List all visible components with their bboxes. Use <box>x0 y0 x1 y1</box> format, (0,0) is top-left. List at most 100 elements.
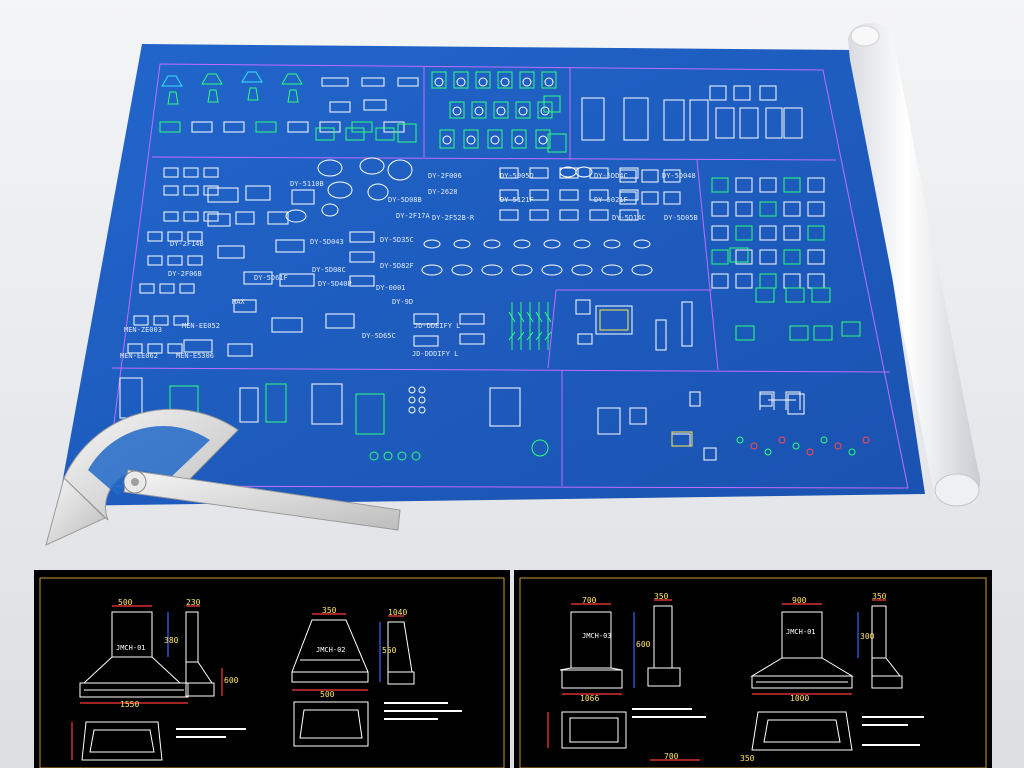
dimension-label: 300 <box>860 632 875 641</box>
fridge-symbol <box>733 85 751 101</box>
washer-drum-symbol <box>500 77 510 87</box>
knob-symbol <box>408 406 416 414</box>
decor-symbol <box>597 407 621 435</box>
picture-symbol <box>671 431 693 447</box>
appliance-symbol <box>811 287 831 303</box>
sink-symbol <box>325 313 355 329</box>
dimension-label: 1000 <box>790 694 810 703</box>
sink-symbol <box>147 255 163 266</box>
washer-symbol <box>487 129 503 149</box>
appliance-symbol <box>785 287 805 303</box>
round-sink-symbol <box>575 166 593 178</box>
cabinet-symbol <box>265 383 287 423</box>
appliance-symbol <box>783 249 801 265</box>
sink-symbol <box>529 209 549 221</box>
sink-symbol <box>243 271 273 285</box>
appliance-symbol <box>783 225 801 241</box>
appliance-symbol <box>841 321 861 337</box>
sink-symbol <box>163 185 179 196</box>
washer-symbol <box>493 101 509 119</box>
basin-symbol <box>631 264 653 276</box>
plant-symbol <box>526 302 534 350</box>
dimension-label: 1066 <box>580 694 600 703</box>
plant-symbol <box>517 302 525 350</box>
washer-symbol <box>475 71 491 89</box>
ornament-symbol <box>820 436 828 444</box>
sink-symbol <box>187 255 203 266</box>
sink-symbol <box>183 185 199 196</box>
hob-symbol <box>287 121 309 133</box>
fridge-symbol <box>623 97 649 141</box>
hood-model-tag: JMCH-01 <box>786 628 816 636</box>
sink-symbol <box>413 313 439 325</box>
sink-symbol <box>207 213 231 227</box>
dimension-label: 500 <box>118 598 133 607</box>
dimension-label: 350 <box>654 592 669 601</box>
sink-symbol <box>167 255 183 266</box>
washer-drum-symbol <box>514 135 524 145</box>
range-hood-side-1 <box>185 611 215 697</box>
sink-symbol <box>413 335 439 347</box>
basin-symbol <box>541 264 563 276</box>
washer-drum-symbol <box>452 106 462 116</box>
washer-drum-symbol <box>538 135 548 145</box>
sink-symbol <box>559 209 579 221</box>
appliance-symbol <box>711 177 729 193</box>
range-hood-side-4 <box>871 605 903 689</box>
sink-symbol <box>163 167 179 178</box>
washer-symbol <box>511 129 527 149</box>
hob-symbol <box>319 121 341 133</box>
sink-symbol <box>529 189 549 201</box>
sink-symbol <box>499 209 519 221</box>
basin-symbol <box>421 264 443 276</box>
hob-symbol <box>223 121 245 133</box>
dimension-label: 600 <box>224 676 239 685</box>
sink-symbol <box>349 251 375 263</box>
sink-symbol <box>139 283 155 294</box>
ornament-symbol <box>848 448 856 456</box>
range-hood-elevation-3 <box>559 611 623 689</box>
appliance-symbol <box>729 247 749 263</box>
basin-symbol <box>513 239 531 249</box>
knob-symbol <box>418 396 426 404</box>
compass-symbol <box>531 439 549 457</box>
sink-symbol <box>619 169 637 183</box>
sink-symbol <box>167 343 183 354</box>
protractor-ruler <box>45 408 401 546</box>
washer-drum-symbol <box>518 106 528 116</box>
hood-symbol <box>201 73 223 85</box>
hood-model-tag: JMCH-01 <box>116 644 146 652</box>
basin-symbol <box>573 239 591 249</box>
dimension-label: 700 <box>664 752 679 761</box>
dimension-label: 600 <box>636 640 651 649</box>
basin-symbol <box>483 239 501 249</box>
fridge-symbol <box>715 107 735 139</box>
cad-hood-drawings <box>79 605 903 761</box>
sink-symbol <box>187 231 203 242</box>
appliance-symbol <box>711 225 729 241</box>
sink-symbol <box>349 231 375 243</box>
sink-symbol <box>159 283 175 294</box>
washer-symbol <box>543 95 561 113</box>
cooktop-symbol <box>397 77 419 87</box>
range-hood-plan-3 <box>561 711 627 749</box>
tv-screen-symbol <box>599 309 629 331</box>
knob-symbol <box>408 396 416 404</box>
appliance-symbol <box>783 177 801 193</box>
basin-symbol <box>451 264 473 276</box>
valve-symbol <box>383 451 393 461</box>
appliance-symbol <box>735 177 753 193</box>
appliance-symbol <box>783 201 801 217</box>
sink-symbol <box>207 187 239 203</box>
knob-symbol <box>418 406 426 414</box>
washer-symbol <box>463 129 479 149</box>
decor-symbol <box>689 391 701 407</box>
fixture-symbol <box>575 299 591 315</box>
sink-symbol <box>499 167 519 179</box>
appliance-symbol <box>735 273 753 289</box>
sink-symbol <box>291 189 315 205</box>
hood-symbol <box>207 89 219 103</box>
plant-symbol <box>544 302 552 350</box>
appliance-symbol <box>755 287 775 303</box>
appliance-symbol <box>711 249 729 265</box>
